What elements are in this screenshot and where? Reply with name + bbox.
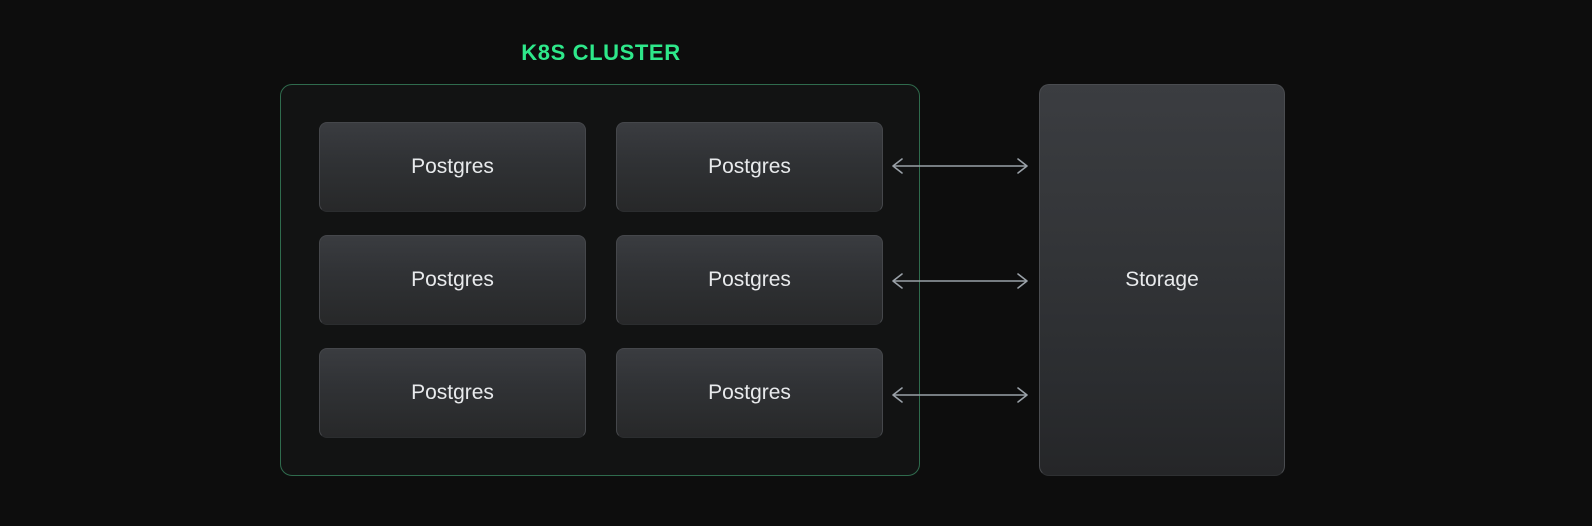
postgres-node-grid: Postgres Postgres Postgres Postgres Post… (319, 122, 883, 438)
postgres-node[interactable]: Postgres (616, 348, 883, 438)
cluster-title: K8S CLUSTER (521, 40, 681, 65)
postgres-node-label: Postgres (708, 268, 791, 291)
postgres-node[interactable]: Postgres (319, 122, 586, 212)
postgres-node-label: Postgres (411, 155, 494, 178)
postgres-node[interactable]: Postgres (616, 235, 883, 325)
postgres-node[interactable]: Postgres (319, 235, 586, 325)
storage-box[interactable]: Storage (1039, 84, 1285, 476)
postgres-node-label: Postgres (708, 155, 791, 178)
postgres-node-label: Postgres (411, 268, 494, 291)
postgres-node[interactable]: Postgres (616, 122, 883, 212)
postgres-node-label: Postgres (708, 381, 791, 404)
storage-label: Storage (1125, 268, 1199, 291)
postgres-node-label: Postgres (411, 381, 494, 404)
postgres-node[interactable]: Postgres (319, 348, 586, 438)
